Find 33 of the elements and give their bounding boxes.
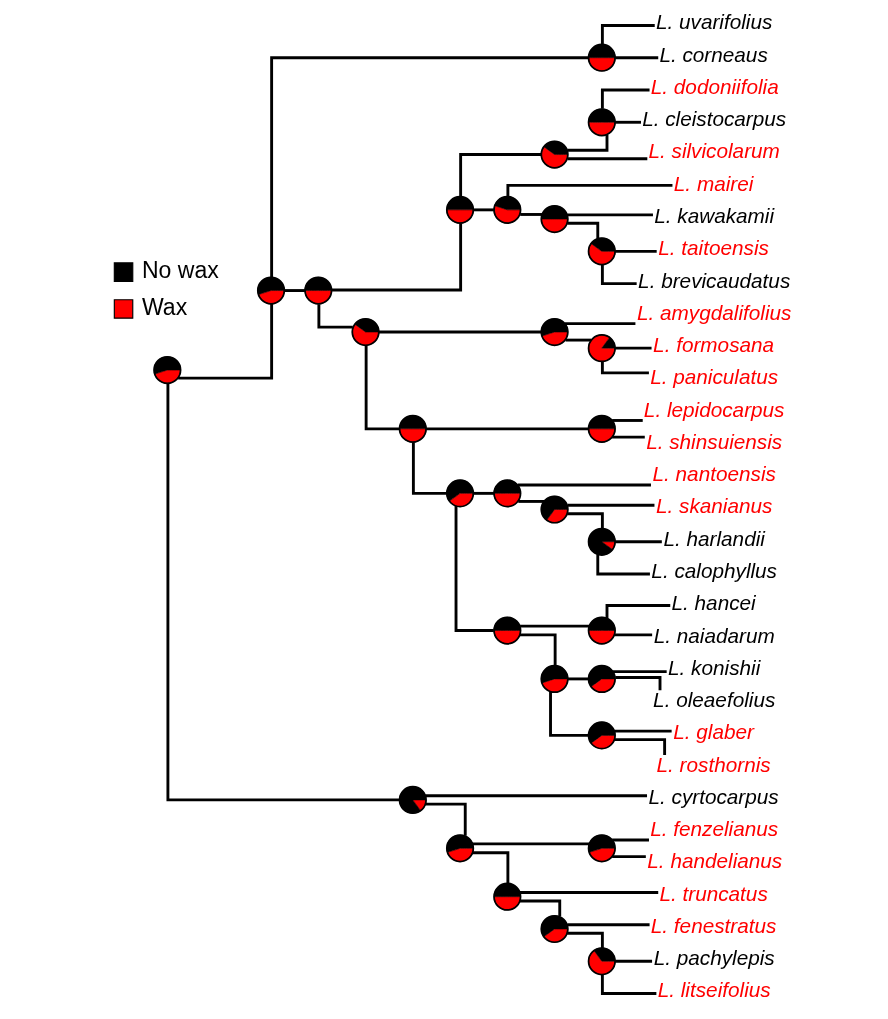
node-text: L. litseifolius [657,978,771,1002]
node-text: L. calophyllus [650,558,777,582]
node-text: L. rosthornis [656,752,771,776]
node-text: L. konishii [667,655,760,679]
legend-label: No wax [141,256,219,283]
node-text: L. pachylepis [653,946,775,970]
node-text: L. lepidocarpus [643,397,785,421]
node-text: L. amygdalifolius [636,300,791,324]
node-text: L. hancei [671,591,756,615]
node-text: L. uvarifolius [655,10,772,34]
node-text: L. cleistocarpus [641,107,786,131]
node-text: L. kawakamii [653,204,774,227]
node-text: L. taitoensis [657,236,769,260]
node-text: L. oleaefolius [652,688,775,712]
node-text: L. truncatus [658,881,768,905]
node-text: L. paniculatus [649,365,778,389]
node-text: L. dodoniifolia [650,74,779,98]
legend-label: Wax [141,293,187,320]
node-text: L. mairei [673,171,753,195]
node-text: L. naiadarum [653,623,775,647]
node-text: L. skanianus [655,494,772,518]
node-text: L. handelianus [646,849,782,873]
node-text: L. fenestratus [650,913,776,937]
node-text: L. nantoensis [652,462,776,486]
node-text: L. harlandii [662,526,765,550]
node-text: L. glaber [672,720,754,744]
node-text: L. fenzelianus [649,817,778,841]
node-text: L. corneaus [658,42,768,66]
node-text: L. shinsuiensis [645,429,782,453]
node-text: L. formosana [652,333,774,357]
node-text: L. silvicolarum [647,139,780,163]
node-text: L. cyrtocarpus [647,784,779,808]
node-text: L. brevicaudatus [637,268,790,292]
